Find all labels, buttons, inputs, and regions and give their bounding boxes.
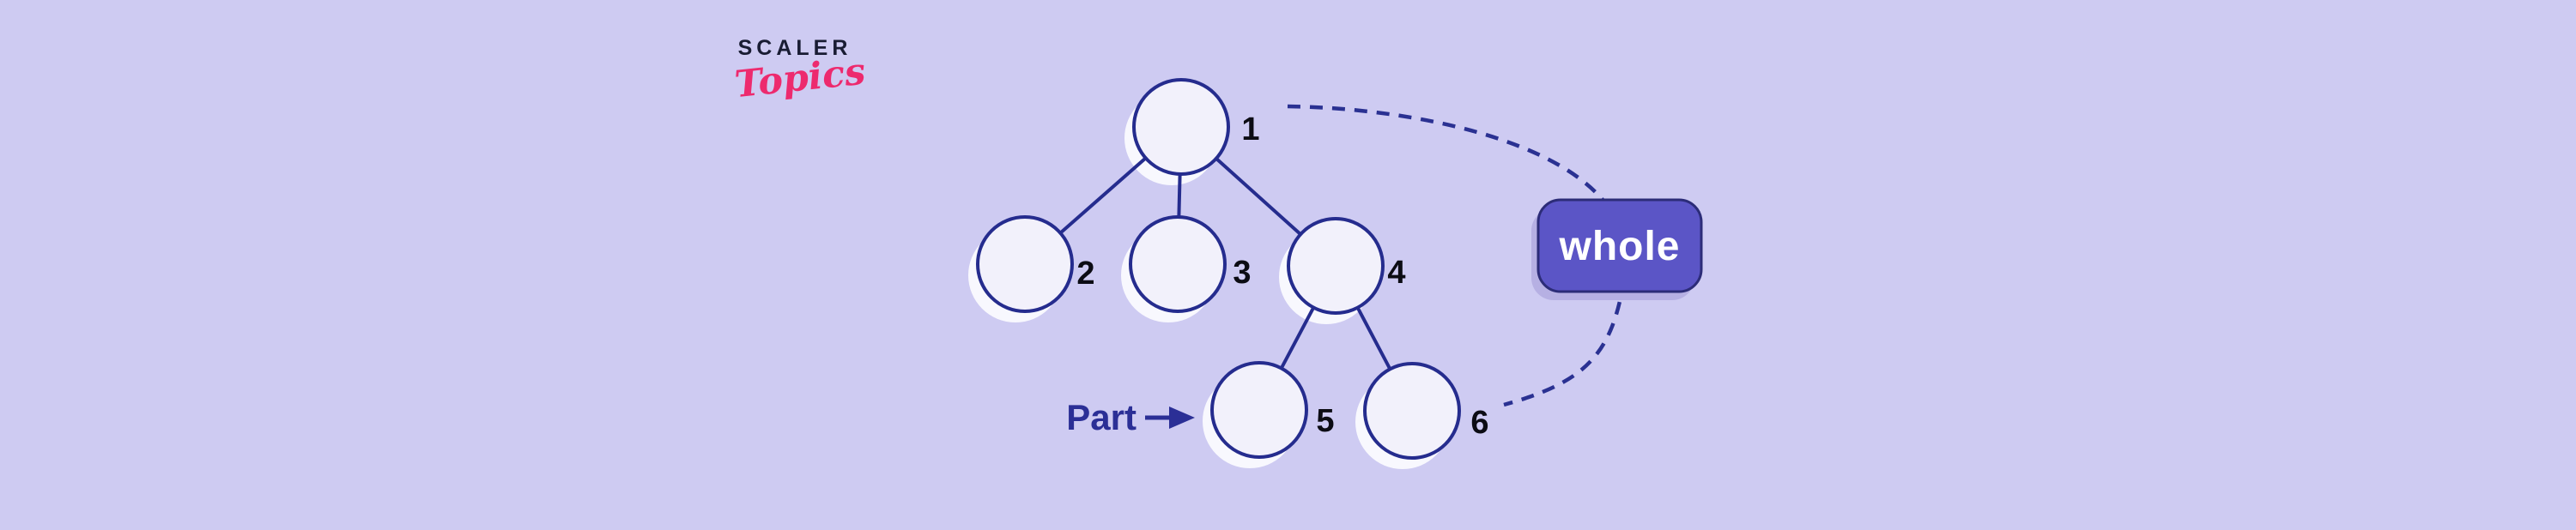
part-arrow-icon xyxy=(1169,407,1195,429)
whole-badge xyxy=(1537,198,1703,293)
logo-brand-text: SCALER xyxy=(737,36,852,60)
tree-node-1 xyxy=(1132,78,1230,176)
node-label-5: 5 xyxy=(1316,403,1334,439)
part-label: Part xyxy=(1066,397,1136,437)
logo-product-text: Topics xyxy=(732,50,868,107)
tree-node-6 xyxy=(1363,362,1461,460)
node-label-1: 1 xyxy=(1241,111,1259,148)
node-label-6: 6 xyxy=(1470,405,1488,441)
node-label-2: 2 xyxy=(1076,256,1094,292)
tree-node-3 xyxy=(1129,215,1227,313)
scaler-topics-logo: SCALER Topics xyxy=(733,36,868,107)
node-label-3: 3 xyxy=(1233,255,1251,291)
node-label-4: 4 xyxy=(1387,255,1405,291)
tree-node-2 xyxy=(976,215,1074,313)
tree-node-5 xyxy=(1210,361,1308,459)
tree-node-4 xyxy=(1287,217,1385,315)
whole-badge-label: whole xyxy=(1558,224,1680,269)
